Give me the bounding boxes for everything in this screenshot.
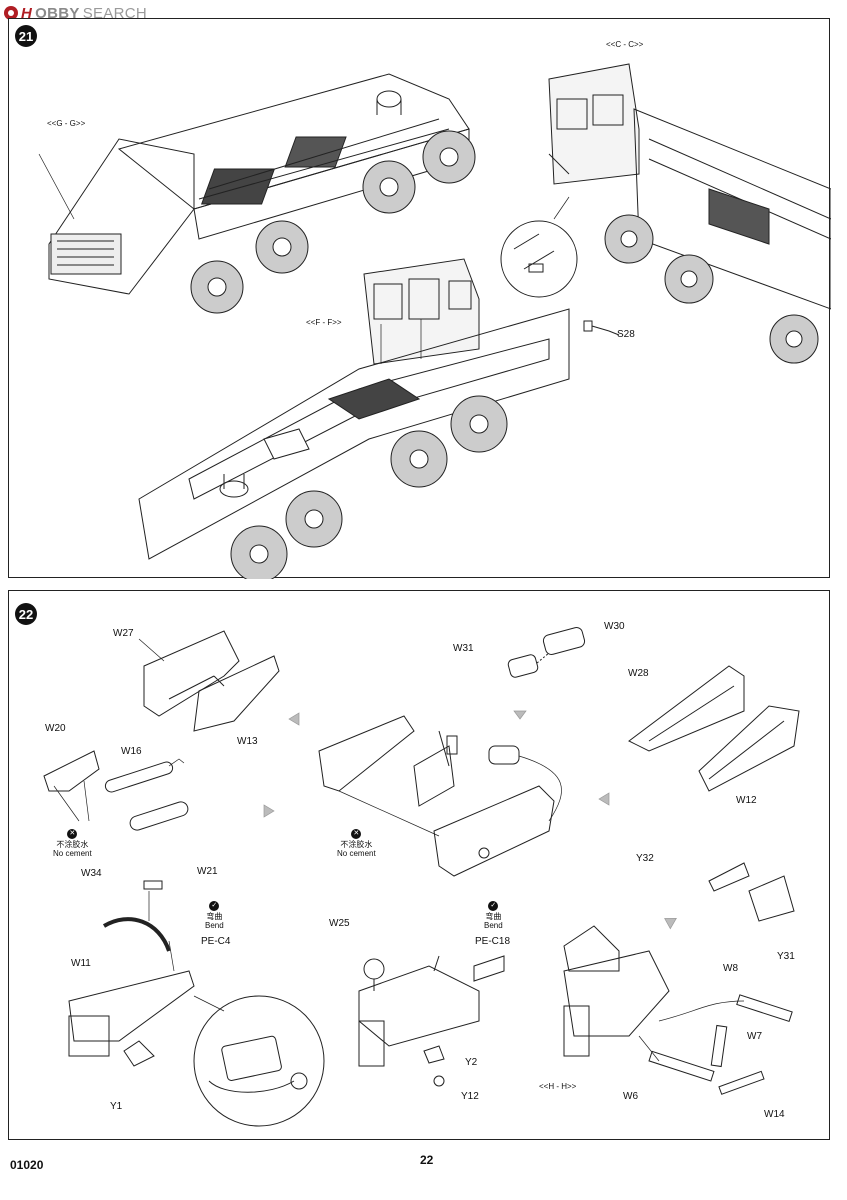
assembly-y32-y31-w8-w7-w6-w14	[563, 862, 795, 1095]
bend-en-center: Bend	[484, 921, 503, 930]
direction-arrows	[263, 710, 677, 930]
no-cement-icon: ✕	[351, 829, 362, 839]
part-w28-label: W28	[628, 668, 649, 679]
truck-top-right	[548, 63, 831, 364]
part-w14-label: W14	[764, 1109, 785, 1120]
detail-callout-w11	[193, 995, 325, 1127]
part-y1-label: Y1	[110, 1101, 123, 1112]
view-c-label: <<C - C>>	[606, 40, 644, 49]
assembly-w34-w11-y1	[68, 880, 195, 1067]
part-w27-label: W27	[113, 628, 134, 639]
arrow-icon	[513, 710, 527, 720]
watermark-brand-b: OBBY	[35, 4, 80, 22]
watermark-brand-c: SEARCH	[82, 4, 147, 22]
assembly-center	[318, 715, 562, 877]
footer-code: 01020	[10, 1158, 44, 1172]
no-cement-note-center: ✕ 不涂胶水 No cement	[337, 829, 376, 858]
bend-en-left: Bend	[205, 921, 224, 930]
part-y31-label: Y31	[777, 951, 795, 962]
assembly-w28-w12	[628, 665, 800, 792]
part-y32-label: Y32	[636, 853, 654, 864]
view-h-label: <<H - H>>	[539, 1082, 577, 1091]
arrow-icon	[598, 792, 610, 806]
part-w13-label: W13	[237, 736, 258, 747]
part-pe-c4-label: PE-C4	[201, 936, 231, 947]
no-cement-en-center: No cement	[337, 849, 376, 858]
assembly-w20-w16-w21	[43, 750, 189, 831]
bend-cn-left: 弯曲	[206, 912, 223, 921]
step-22-panel: 22 W27 W13 W31 W30 W28 W12 W20 W16 W21 W…	[8, 590, 830, 1140]
watermark-brand-a: H	[21, 4, 33, 22]
step-22-number: 22	[15, 603, 37, 625]
part-y2-label: Y2	[465, 1057, 478, 1068]
part-w31-label: W31	[453, 643, 474, 654]
part-w20-label: W20	[45, 723, 66, 734]
truck-top-left	[38, 73, 476, 314]
step-21-number: 21	[15, 25, 37, 47]
part-y12-label: Y12	[461, 1091, 479, 1102]
part-w30-label: W30	[604, 621, 625, 632]
assembly-w25-y2-y12	[358, 955, 505, 1087]
part-w8-label: W8	[723, 963, 738, 974]
part-w16-label: W16	[121, 746, 142, 757]
bend-icon: ✓	[488, 901, 499, 911]
detail-callout	[500, 196, 578, 298]
bend-note-left: ✓ 弯曲 Bend	[205, 901, 224, 930]
no-cement-icon: ✕	[67, 829, 78, 839]
part-w12-label: W12	[736, 795, 757, 806]
step-22-drawing	[43, 627, 800, 1127]
assembly-w27-w13	[138, 630, 280, 732]
part-w6-label: W6	[623, 1091, 638, 1102]
part-w34-label: W34	[81, 868, 102, 879]
bend-cn-center: 弯曲	[485, 912, 502, 921]
no-cement-note-left: ✕ 不涂胶水 No cement	[53, 829, 92, 858]
bend-icon: ✓	[209, 901, 220, 911]
part-s28-label: S28	[617, 329, 635, 340]
no-cement-cn-left: 不涂胶水	[56, 840, 89, 849]
no-cement-en-left: No cement	[53, 849, 92, 858]
part-pe-c18-label: PE-C18	[475, 936, 511, 947]
arrow-icon	[664, 917, 677, 930]
step-21-panel: 21 <<G - G>> <<C - C>> <<F - F>> S28	[8, 18, 831, 579]
part-w7-label: W7	[747, 1031, 762, 1042]
truck-center	[138, 258, 620, 579]
arrow-icon	[288, 712, 300, 726]
part-w11-label: W11	[71, 958, 91, 969]
assembly-w31-w30	[507, 627, 586, 678]
bend-note-center: ✓ 弯曲 Bend	[484, 901, 503, 930]
arrow-icon	[263, 804, 275, 818]
hobbysearch-logo-icon	[4, 6, 18, 20]
view-g-label: <<G - G>>	[47, 119, 86, 128]
part-w25-label: W25	[329, 918, 350, 929]
page-number: 22	[420, 1153, 434, 1167]
no-cement-cn-center: 不涂胶水	[340, 840, 373, 849]
view-f-label: <<F - F>>	[306, 318, 342, 327]
part-w21-label: W21	[197, 866, 218, 877]
step-21-drawing	[38, 63, 831, 579]
